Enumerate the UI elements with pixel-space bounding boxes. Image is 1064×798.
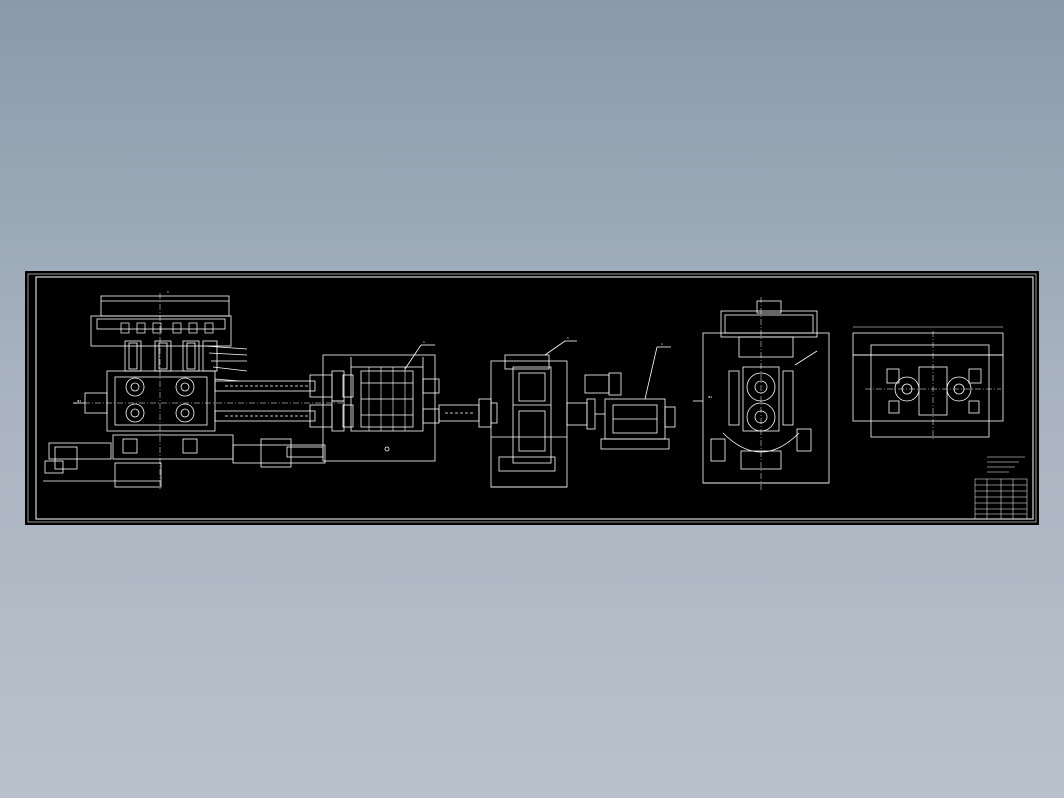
inner-border [35,276,1034,520]
title-block [974,478,1028,520]
technical-notes [987,456,1025,473]
svg-text:Φ1: Φ1 [77,399,81,403]
stand-top-view [852,326,1004,441]
rolling-stand-front-view: Φ1 1 [43,290,345,491]
drawing-sheet[interactable]: Φ1 1 1 [25,271,1039,525]
svg-text:1: 1 [167,290,169,294]
svg-text:Φ1: Φ1 [708,395,712,399]
motor-coupling-view: 1 [584,342,676,450]
cad-drawing: Φ1 1 1 [27,273,1037,523]
svg-text:1: 1 [661,342,663,346]
outer-border [27,273,1037,523]
intermediate-shaft [438,398,498,428]
stand-side-section-view: Φ1 [693,297,830,491]
reducer-view: 1 [490,336,605,488]
pinion-stand-view: 1 [322,340,440,462]
svg-text:1: 1 [423,340,425,344]
svg-text:1: 1 [567,336,569,340]
